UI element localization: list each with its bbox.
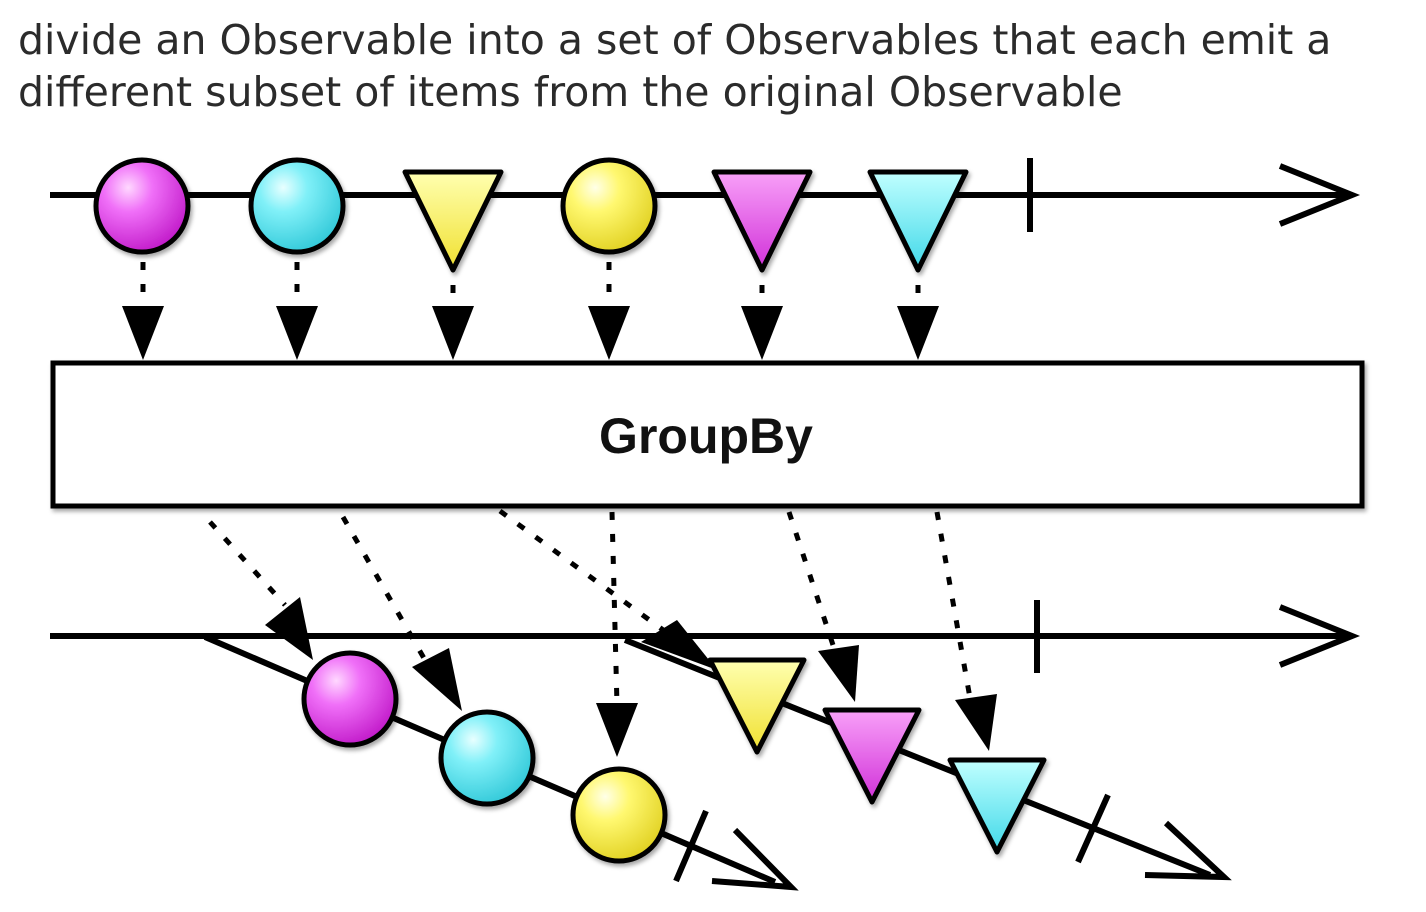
group-triangles-item-magenta bbox=[822, 707, 922, 805]
input-arrowhead bbox=[588, 306, 630, 360]
group-circles-completion-mark bbox=[673, 809, 709, 883]
output-arrowhead bbox=[818, 645, 859, 702]
input-arrowhead bbox=[276, 306, 318, 360]
operator-label: GroupBy bbox=[599, 408, 813, 464]
output-arrowhead bbox=[265, 597, 313, 660]
output-arrows bbox=[208, 508, 973, 706]
source-item-cyan-triangle bbox=[867, 169, 969, 273]
group-triangles-item-cyan bbox=[947, 757, 1047, 855]
source-timeline bbox=[50, 157, 1361, 273]
operator-box: GroupBy bbox=[50, 360, 1365, 509]
source-timeline-arrowhead bbox=[1278, 163, 1361, 227]
description-line-1: divide an Observable into a set of Obser… bbox=[18, 16, 1332, 64]
group-triangles-axis bbox=[623, 637, 1212, 878]
input-arrows bbox=[140, 262, 921, 318]
source-item-magenta-circle bbox=[93, 157, 191, 255]
group-circles-arrowhead bbox=[711, 827, 799, 891]
input-arrowhead bbox=[122, 306, 164, 360]
input-arrowheads bbox=[122, 306, 939, 360]
result-timeline-arrowhead bbox=[1278, 604, 1361, 668]
input-arrowhead bbox=[741, 306, 783, 360]
group-triangles-completion-mark bbox=[1075, 793, 1111, 864]
output-arrowheads bbox=[265, 597, 997, 757]
group-triangles-observable bbox=[623, 637, 1232, 881]
group-circles-observable bbox=[203, 634, 799, 891]
input-arrowhead bbox=[897, 306, 939, 360]
group-triangles-item-yellow bbox=[707, 657, 807, 755]
group-circles-item-cyan bbox=[438, 709, 536, 807]
source-item-magenta-triangle bbox=[711, 169, 813, 273]
description-line-2: different subset of items from the origi… bbox=[18, 68, 1123, 116]
source-item-cyan-circle bbox=[248, 157, 346, 255]
output-arrowhead bbox=[641, 620, 717, 670]
output-arrowhead bbox=[412, 648, 462, 711]
output-arrowhead bbox=[955, 694, 997, 751]
description: divide an Observable into a set of Obser… bbox=[18, 14, 1398, 118]
result-timeline bbox=[50, 600, 1361, 673]
source-item-yellow-triangle bbox=[402, 169, 504, 273]
input-arrowhead bbox=[432, 306, 474, 360]
source-item-yellow-circle bbox=[560, 157, 658, 255]
group-circles-item-yellow bbox=[570, 766, 668, 864]
group-triangles-arrowhead bbox=[1144, 820, 1232, 881]
group-circles-item-magenta bbox=[301, 650, 399, 748]
output-arrowhead bbox=[596, 703, 638, 757]
